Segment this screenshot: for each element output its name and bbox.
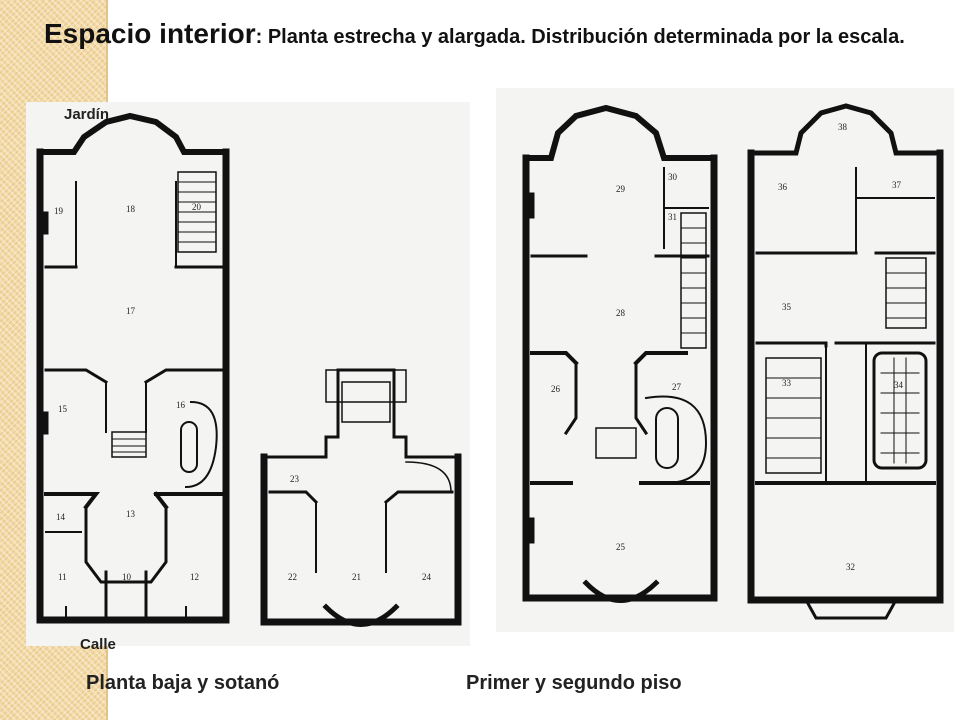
svg-text:38: 38: [838, 122, 848, 132]
title-rest: : Planta estrecha y alargada. Distribuci…: [255, 26, 905, 48]
svg-text:13: 13: [126, 509, 136, 519]
svg-text:14: 14: [56, 512, 66, 522]
svg-text:36: 36: [778, 182, 788, 192]
svg-text:21: 21: [352, 572, 361, 582]
svg-text:27: 27: [672, 382, 682, 392]
plan-first-second: 29 30 31 28 26 27 25 38 36 37 35 33 34 3…: [496, 88, 954, 632]
slide-title: Espacio interior: Planta estrecha y alar…: [44, 12, 924, 61]
svg-text:24: 24: [422, 572, 432, 582]
caption-first-second: Primer y segundo piso: [466, 672, 682, 694]
title-main: Espacio interior: [44, 18, 256, 49]
svg-text:17: 17: [126, 306, 136, 316]
svg-text:37: 37: [892, 180, 902, 190]
svg-text:35: 35: [782, 302, 792, 312]
svg-text:32: 32: [846, 562, 855, 572]
svg-text:10: 10: [122, 572, 132, 582]
plan-first-second-drawing: 29 30 31 28 26 27 25 38 36 37 35 33 34 3…: [522, 103, 944, 620]
svg-text:28: 28: [616, 308, 626, 318]
svg-text:16: 16: [176, 400, 186, 410]
caption-ground-basement: Planta baja y sotanó: [86, 672, 280, 694]
svg-text:12: 12: [190, 572, 199, 582]
street-label: Calle: [80, 636, 116, 653]
svg-text:30: 30: [668, 172, 678, 182]
svg-text:23: 23: [290, 474, 300, 484]
room-numbers-ground: 19 18 20 17 15 16 14 13 11 10 12: [54, 202, 202, 582]
svg-text:20: 20: [192, 202, 202, 212]
room-numbers-first: 29 30 31 28 26 27 25: [551, 172, 682, 552]
room-numbers-second: 38 36 37 35 33 34 32: [778, 122, 904, 572]
plan-ground-basement-drawing: 19 18 20 17 15 16 14 13 11 10 12 23 22 2…: [36, 112, 462, 627]
svg-text:11: 11: [58, 572, 67, 582]
svg-text:31: 31: [668, 212, 677, 222]
plan-ground-basement: 19 18 20 17 15 16 14 13 11 10 12 23 22 2…: [26, 102, 470, 646]
svg-text:33: 33: [782, 378, 792, 388]
garden-label: Jardín: [64, 106, 110, 123]
svg-text:29: 29: [616, 184, 626, 194]
room-numbers-basement: 23 22 21 24: [288, 474, 432, 582]
svg-text:25: 25: [616, 542, 626, 552]
svg-text:19: 19: [54, 206, 64, 216]
svg-text:15: 15: [58, 404, 68, 414]
svg-text:34: 34: [894, 380, 904, 390]
svg-text:26: 26: [551, 384, 561, 394]
svg-text:18: 18: [126, 204, 136, 214]
svg-text:22: 22: [288, 572, 297, 582]
